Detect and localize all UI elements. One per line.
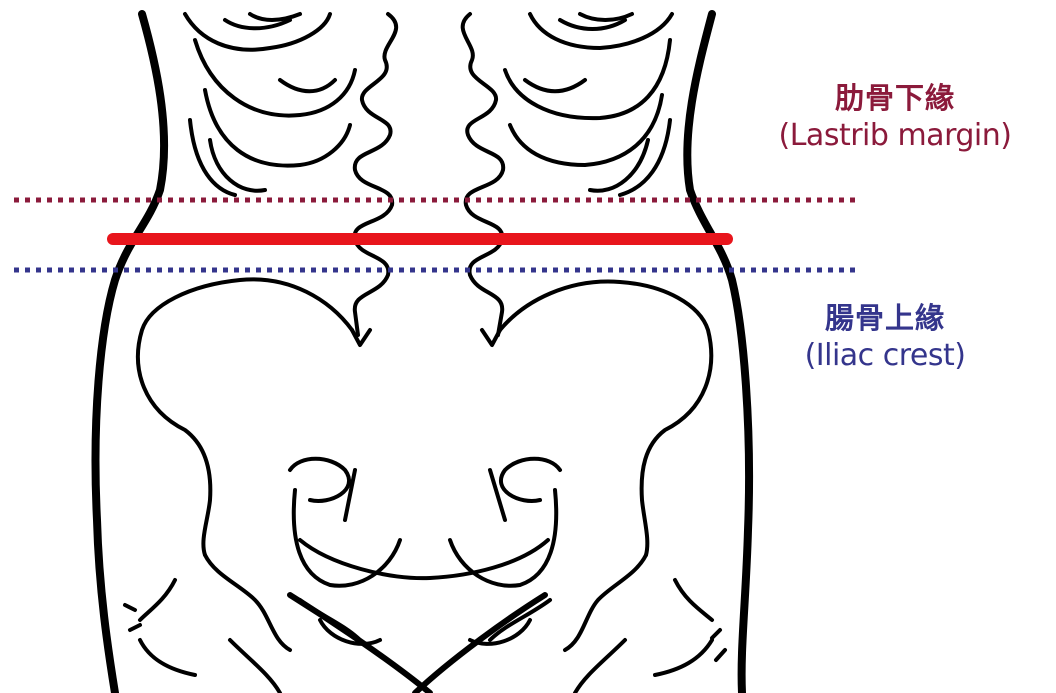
ribs-left bbox=[185, 14, 355, 195]
pubic-cross bbox=[290, 595, 545, 693]
body-outline-left bbox=[96, 14, 165, 693]
iliac-crest-english: (Iliac crest) bbox=[760, 337, 1010, 375]
rib-margin-label: 肋骨下緣 (Lastrib margin) bbox=[730, 80, 1056, 156]
spine-left-edge bbox=[355, 14, 397, 335]
rib-margin-english: (Lastrib margin) bbox=[730, 117, 1056, 155]
ribs-right bbox=[505, 14, 672, 195]
spine-right-edge bbox=[463, 14, 504, 335]
pelvis bbox=[125, 279, 725, 693]
rib-margin-chinese: 肋骨下緣 bbox=[730, 80, 1056, 117]
iliac-crest-chinese: 腸骨上緣 bbox=[760, 300, 1010, 337]
iliac-crest-label: 腸骨上緣 (Iliac crest) bbox=[760, 300, 1010, 376]
